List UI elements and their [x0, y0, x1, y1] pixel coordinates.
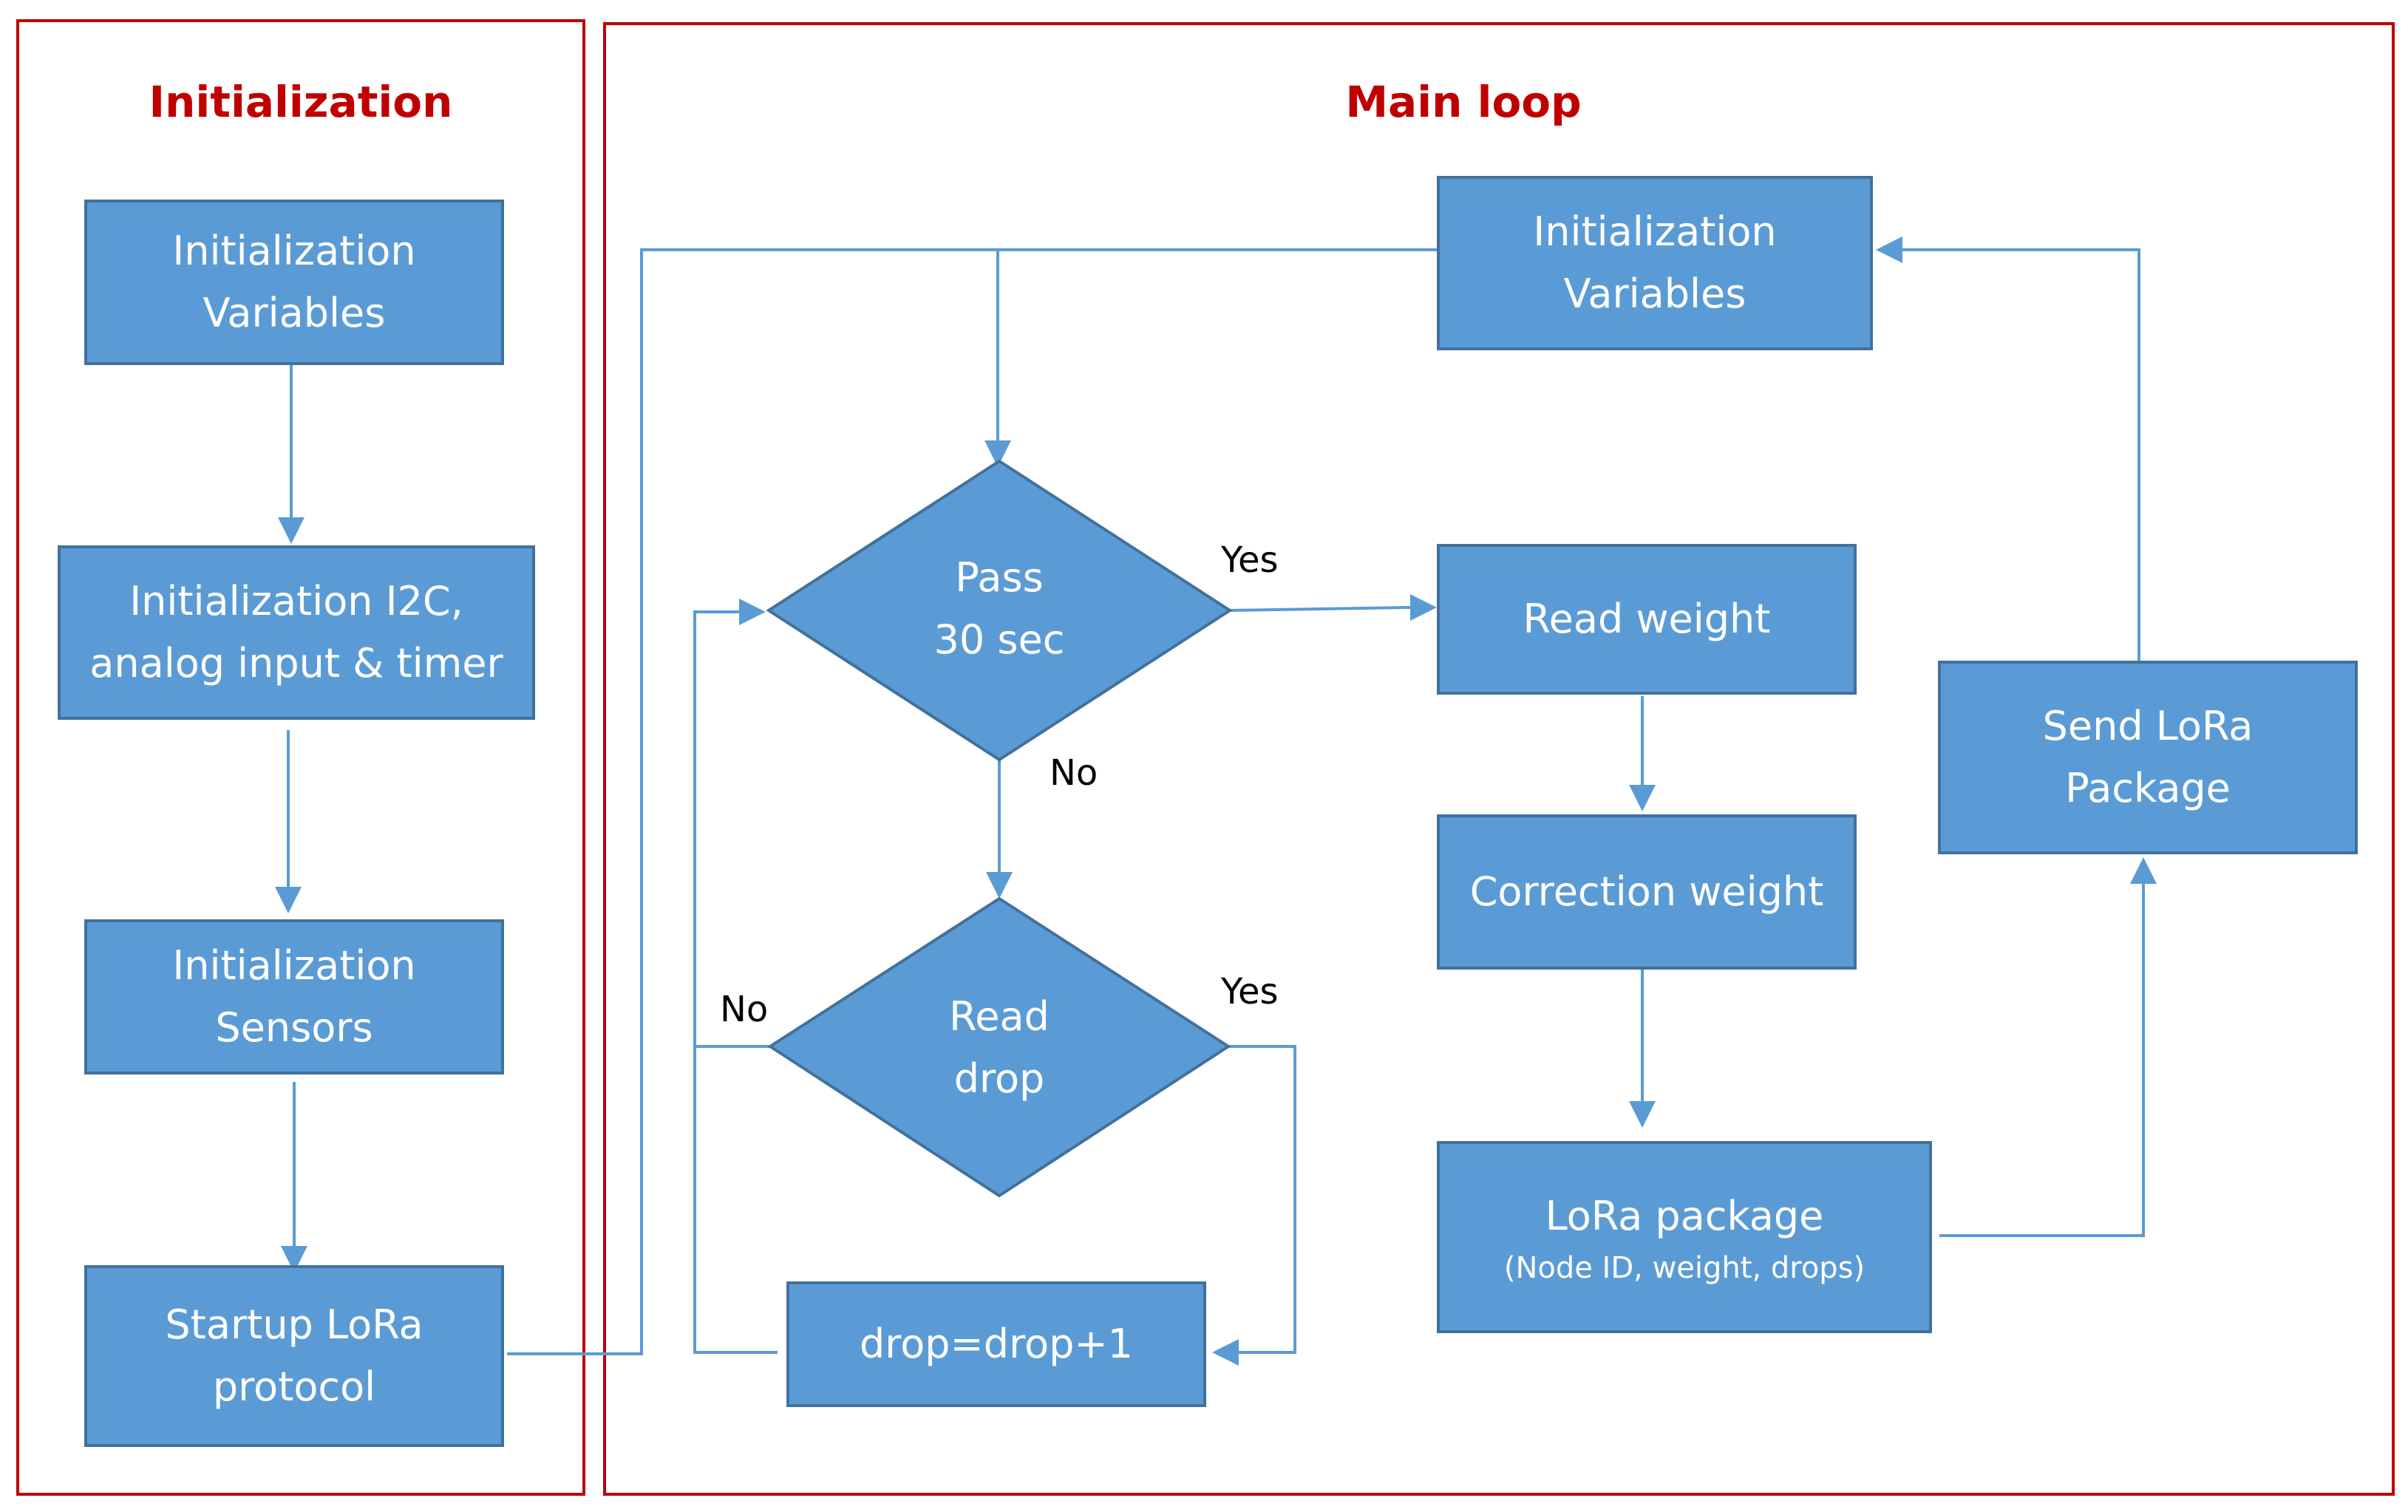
arrowhead-startup [281, 1246, 307, 1273]
read-drop-line1: Read [949, 993, 1050, 1040]
decision-pass-30-sec [766, 459, 1233, 762]
initialization-frame [16, 19, 585, 1496]
arrow-send-to-variables [1897, 248, 2140, 661]
init-sensors-line1: Initialization [172, 942, 416, 989]
loop-variables-box: Initialization Variables [1437, 176, 1873, 350]
read-drop-line2: drop [953, 1055, 1045, 1102]
init-variables-line1: Initialization [172, 228, 416, 274]
arrow-startup-to-pass [507, 248, 1443, 1355]
main-loop-title: Main loop [1345, 77, 1582, 127]
arrow-pass-yes-to-read-weight [1229, 606, 1411, 612]
pass-no-label: No [1050, 752, 1098, 794]
read-weight-label: Read weight [1523, 596, 1771, 642]
arrow-increment-back-to-pass [693, 610, 778, 1354]
read-weight-box: Read weight [1437, 544, 1857, 695]
send-lora-line2: Package [2065, 765, 2231, 811]
loop-variables-line2: Variables [1563, 270, 1747, 317]
decision-read-drop [767, 896, 1231, 1198]
correction-weight-box: Correction weight [1437, 814, 1857, 970]
startup-lora-line2: protocol [212, 1363, 376, 1410]
arrowhead-increment [1212, 1339, 1239, 1366]
pass-line2: 30 sec [933, 616, 1065, 663]
arrowhead-i2c [278, 517, 305, 544]
init-i2c-box: Initialization I2C, analog input & timer [58, 545, 535, 720]
main-loop-frame [603, 22, 2395, 1496]
send-lora-line1: Send LoRa [2042, 703, 2254, 749]
init-sensors-line2: Sensors [215, 1004, 373, 1051]
init-variables-line2: Variables [203, 290, 386, 336]
lora-package-label: LoRa package [1545, 1193, 1824, 1239]
pass-yes-label: Yes [1221, 539, 1279, 581]
arrowhead-read-weight [1410, 594, 1437, 621]
drop-no-label: No [720, 989, 769, 1030]
arrow-lora-package-to-send [1939, 872, 2145, 1237]
send-lora-box: Send LoRa Package [1938, 661, 2358, 854]
arrowhead-lora-package [1629, 1101, 1656, 1128]
pass-line1: Pass [955, 554, 1044, 601]
lora-package-sub: (Node ID, weight, drops) [1503, 1251, 1865, 1285]
startup-lora-line1: Startup LoRa [165, 1301, 424, 1348]
arrowhead-pass-left [739, 599, 766, 625]
arrowhead-sensors [275, 887, 302, 913]
startup-lora-box: Startup LoRa protocol [84, 1265, 504, 1447]
init-variables-box: Initialization Variables [84, 200, 504, 365]
drop-increment-label: drop=drop+1 [859, 1321, 1134, 1367]
arrowhead-send [2130, 857, 2157, 884]
arrowhead-read-drop [986, 872, 1013, 899]
arrowhead-variables [1876, 236, 1902, 263]
init-i2c-line1: Initialization I2C, [129, 578, 463, 624]
drop-yes-label: Yes [1221, 971, 1279, 1012]
read-drop-text: Read drop [851, 986, 1147, 1110]
initialization-title: Initialization [149, 77, 453, 127]
arrow-drop-yes-to-increment [1228, 1045, 1296, 1354]
lora-package-box: LoRa package (Node ID, weight, drops) [1437, 1141, 1932, 1333]
init-sensors-box: Initialization Sensors [84, 919, 504, 1075]
init-i2c-line2: analog input & timer [89, 640, 503, 687]
drop-increment-box: drop=drop+1 [786, 1281, 1206, 1407]
arrowhead-pass-top [984, 440, 1011, 467]
correction-weight-label: Correction weight [1469, 868, 1824, 915]
loop-variables-line1: Initialization [1533, 208, 1777, 255]
arrowhead-correction [1629, 785, 1656, 811]
pass-30-sec-text: Pass 30 sec [851, 547, 1147, 671]
